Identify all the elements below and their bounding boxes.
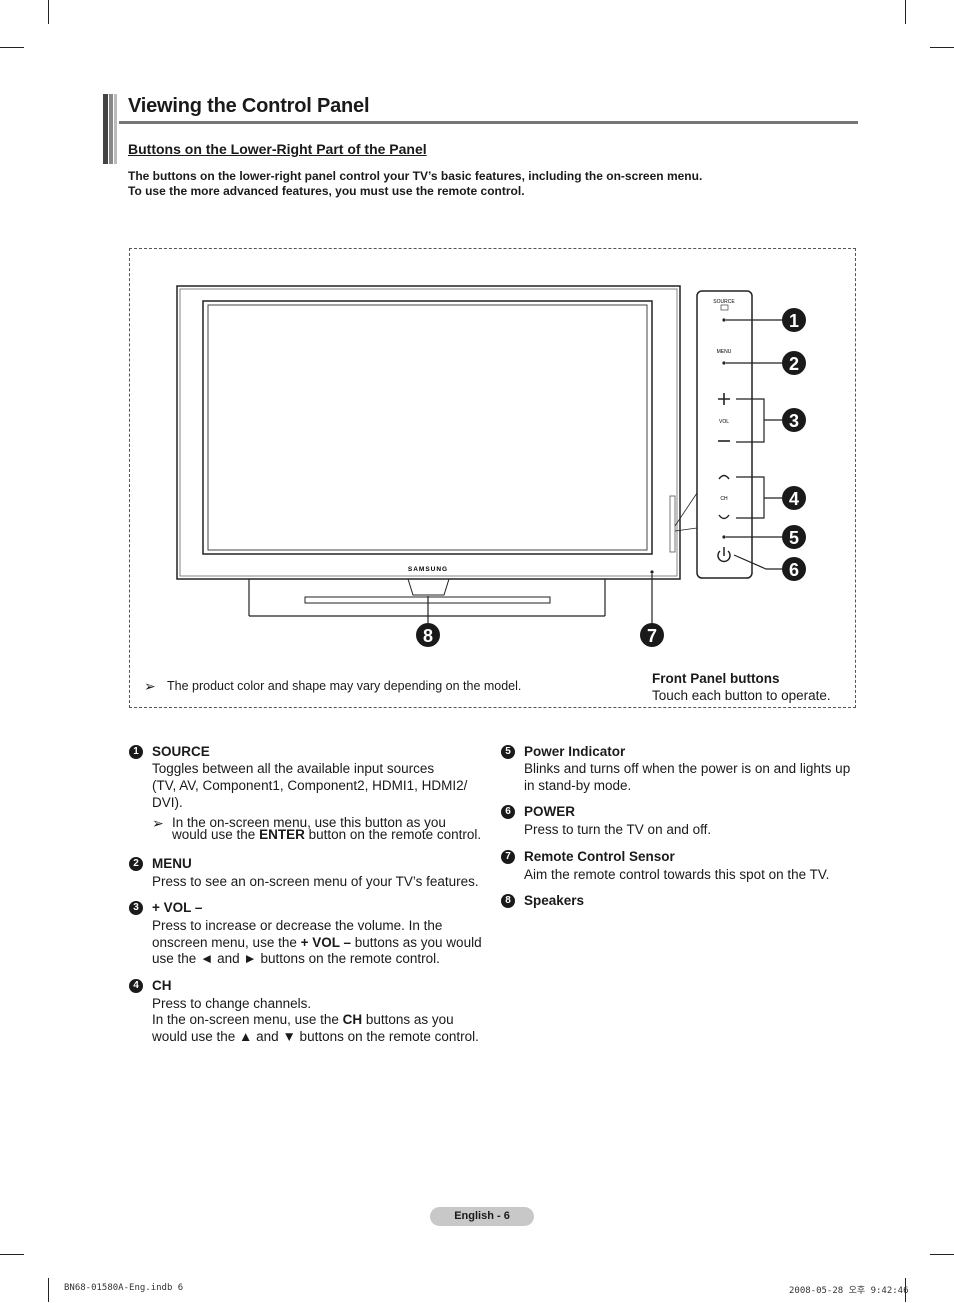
item-title-source: SOURCE [152,744,210,759]
crop-mark [48,1278,49,1302]
power-indicator-dot [722,535,726,539]
page-number-badge: English - 6 [430,1207,534,1226]
arrow-note-icon: ➢ [152,815,164,831]
vol-label: VOL [719,419,729,425]
item-desc: Press to change channels. [152,996,312,1011]
callout-1: 1 [782,308,806,332]
callout-6: 6 [782,557,806,581]
source-button-dot [722,318,726,322]
front-panel-subtitle: Touch each button to operate. [652,688,831,703]
brand-logo: SAMSUNG [408,566,448,573]
leader-line [733,554,782,570]
item-title-remote-sensor: Remote Control Sensor [524,849,675,864]
control-panel [696,290,753,579]
item-title-ch: CH [152,978,172,993]
print-file-name: BN68-01580A-Eng.indb 6 [64,1283,184,1293]
svg-text:8: 8 [423,626,433,646]
svg-text:2: 2 [789,354,799,374]
svg-text:3: 3 [789,411,799,431]
print-timestamp: 2008-05-28 오후 9:42:46 [789,1286,909,1296]
item-number: 7 [501,850,515,864]
callout-3: 3 [782,408,806,432]
crop-mark [930,47,954,48]
figure-frame [129,248,856,708]
side-touch-strip [669,495,676,553]
menu-label: MENU [717,349,732,355]
item-number: 3 [129,901,143,915]
intro-line: The buttons on the lower-right panel con… [128,169,703,183]
crop-mark [48,0,49,24]
tv-screen-inner [207,304,648,551]
power-icon [717,550,731,563]
item-number: 5 [501,745,515,759]
stand-neck [407,578,450,596]
tv-screen [202,300,653,555]
figure-note: The product color and shape may vary dep… [167,679,522,693]
svg-text:7: 7 [647,626,657,646]
item-desc: Aim the remote control towards this spot… [524,867,830,882]
item-desc: Press to increase or decrease the volume… [152,918,443,933]
arrow-note-icon: ➢ [144,678,156,694]
panel-connector [674,527,698,532]
crop-mark [930,1254,954,1255]
item-note: would use the ENTER button on the remote… [172,827,482,842]
source-input-icon [720,304,729,311]
callout-2: 2 [782,351,806,375]
item-desc: (TV, AV, Component1, Component2, HDMI1, … [152,778,468,793]
crop-mark [905,1278,906,1302]
item-number: 4 [129,979,143,993]
crop-mark [0,1254,24,1255]
item-desc: Press to turn the TV on and off. [524,822,712,837]
svg-text:1: 1 [789,311,799,331]
chevron-up-icon [718,474,730,480]
page-title: Viewing the Control Panel [128,95,370,117]
item-title-speakers: Speakers [524,893,585,908]
svg-text:5: 5 [789,528,799,548]
callout-8: 8 [416,623,440,647]
callout-4: 4 [782,486,806,510]
item-desc: Toggles between all the available input … [152,761,435,776]
crop-mark [0,47,24,48]
item-note: In the on-screen menu, use this button a… [172,815,446,830]
item-title-power: POWER [524,804,576,819]
chevron-down-icon [718,514,730,520]
svg-text:6: 6 [789,560,799,580]
item-desc: would use the ▲ and ▼ buttons on the rem… [152,1029,479,1044]
intro-line: To use the more advanced features, you m… [128,184,525,198]
callout-5: 5 [782,525,806,549]
sensor-dot [650,570,654,574]
front-panel-title: Front Panel buttons [652,671,780,686]
tv-bezel-inner [179,288,678,577]
item-desc: Press to see an on-screen menu of your T… [152,874,479,889]
title-rule [119,121,858,124]
item-number: 8 [501,894,515,908]
item-desc: in stand-by mode. [524,778,632,793]
item-number: 2 [129,857,143,871]
item-desc: Blinks and turns off when the power is o… [524,761,851,776]
panel-connector [674,492,698,527]
item-desc: onscreen menu, use the + VOL – buttons a… [152,935,482,950]
source-label: SOURCE [713,299,735,305]
menu-button-dot [722,361,726,365]
item-number: 1 [129,745,143,759]
section-subtitle: Buttons on the Lower-Right Part of the P… [128,141,427,157]
item-desc: In the on-screen menu, use the CH button… [152,1012,454,1027]
svg-text:4: 4 [789,489,799,509]
item-number: 6 [501,805,515,819]
crop-mark [905,0,906,24]
item-title-vol: + VOL – [152,900,203,915]
item-title-menu: MENU [152,856,192,871]
item-title-power-indicator: Power Indicator [524,744,626,759]
item-desc: DVI). [152,795,183,810]
callout-7: 7 [640,623,664,647]
section-marker [103,94,119,164]
ch-label: CH [720,496,728,502]
plus-icon [718,393,730,405]
item-desc: use the ◄ and ► buttons on the remote co… [152,951,440,966]
